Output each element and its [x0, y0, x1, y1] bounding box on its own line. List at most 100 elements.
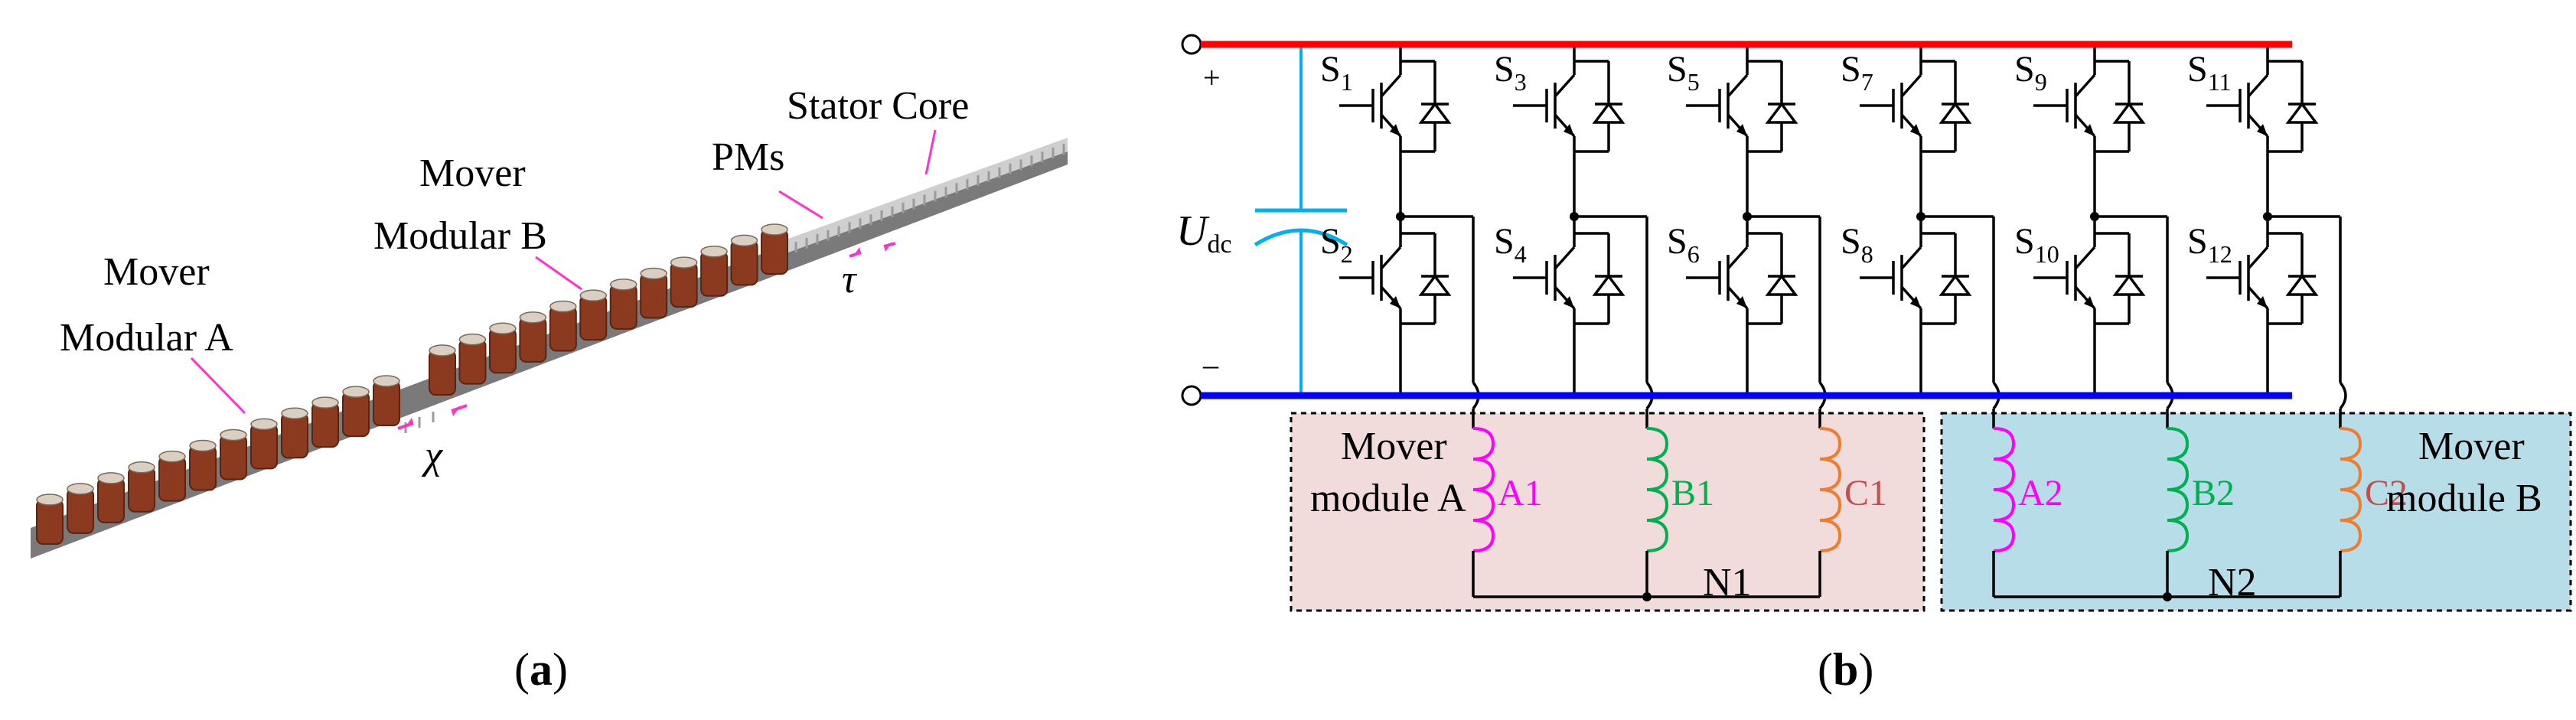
pms-label: PMs [712, 135, 784, 179]
udc-label: Udc [1176, 207, 1232, 259]
phase-coils: A1 B1 C1 A2 B2 C2 [1472, 427, 2408, 601]
coil-label: A2 [2018, 473, 2063, 513]
mover-coil [281, 407, 308, 459]
neutral-n1-label: N1 [1703, 561, 1752, 604]
positive-terminal[interactable] [1181, 34, 1202, 55]
mover-coil [549, 300, 577, 352]
module-a-label-line1: Mover [1341, 425, 1447, 468]
mover-coil [128, 461, 155, 513]
switch-label: S8 [1841, 221, 1873, 268]
chi-symbol: χ [421, 434, 443, 477]
mover-coil [488, 322, 517, 374]
mover-b-label-line2: Modular B [373, 214, 547, 258]
switch-label: S5 [1667, 49, 1700, 96]
igbt-upper: S11 [2187, 44, 2319, 159]
mover-coil [67, 483, 94, 534]
chi-arrow-left [404, 418, 413, 428]
igbt-upper: S5 [1667, 44, 1798, 159]
igbt-lower: S6 [1667, 217, 1798, 331]
switch-label: S12 [2187, 221, 2232, 268]
igbt-upper: S9 [2014, 44, 2146, 159]
phase-coil: A2 [1992, 427, 2063, 597]
neutral-n2-label: N2 [2208, 561, 2257, 604]
switch-label: S9 [2014, 49, 2047, 96]
mover-coil [311, 396, 339, 448]
phase-coil: C2 [2339, 427, 2408, 597]
mover-coil [36, 494, 64, 545]
caption-b: (b) [1818, 644, 1873, 695]
tau-arrow-left [853, 247, 861, 257]
mover-coil [429, 344, 456, 396]
mover-coil [158, 450, 186, 502]
igbt-lower: S12 [2187, 217, 2319, 331]
phase-coil: B2 [2166, 427, 2235, 597]
igbt-upper: S3 [1494, 44, 1625, 159]
mover-b-leader [535, 256, 582, 291]
tau-arrow-right [884, 242, 892, 252]
minus-sign: – [1202, 347, 1219, 382]
igbt-lower: S10 [2014, 217, 2146, 331]
panel-a-motor-illustration [31, 138, 1068, 559]
coil-label: B2 [2192, 473, 2235, 513]
mover-coil [670, 256, 698, 308]
neutral-bar-module-a [1473, 592, 1820, 601]
mover-coil [730, 234, 758, 286]
stator-teeth [404, 144, 1065, 433]
coil-label: C1 [1844, 473, 1887, 513]
coil-label: C2 [2365, 473, 2408, 513]
mover-coil [342, 386, 370, 438]
coil-label: B1 [1671, 473, 1714, 513]
mover-coil [609, 279, 637, 330]
module-b-label-line1: Mover [2418, 425, 2525, 468]
switch-label: S1 [1320, 49, 1353, 96]
module-b-label-line2: module B [2386, 477, 2542, 520]
igbt-upper: S7 [1841, 44, 1972, 159]
phase-coil: A1 [1472, 427, 1543, 597]
switch-label: S2 [1320, 221, 1353, 268]
switch-label: S7 [1841, 49, 1873, 96]
stator-leader [924, 129, 937, 175]
switch-label: S4 [1494, 221, 1527, 268]
igbt-lower: S2 [1320, 217, 1452, 331]
mover-b-label-line1: Mover [419, 151, 526, 195]
mover-coil [97, 472, 125, 523]
igbt-lower: S4 [1494, 217, 1625, 331]
mover-a-label-line1: Mover [103, 250, 210, 294]
switch-label: S11 [2187, 49, 2232, 96]
mover-a-leader [190, 357, 246, 415]
igbt-upper: S1 [1320, 44, 1452, 159]
mover-module-a-box [1290, 412, 1925, 612]
mover-coil [189, 439, 217, 491]
negative-terminal[interactable] [1181, 385, 1202, 406]
switch-label: S6 [1667, 221, 1700, 268]
switch-label: S10 [2014, 221, 2059, 268]
chi-arrow-right [452, 406, 461, 416]
caption-a: (a) [514, 644, 568, 695]
stator-core-strip [788, 138, 1068, 252]
module-a-label-line2: module A [1310, 477, 1466, 520]
mover-coil [519, 311, 547, 363]
mover-a-label-line2: Modular A [60, 316, 233, 360]
mover-coil [220, 428, 247, 481]
mover-coil [579, 289, 608, 341]
mover-module-a-coils [36, 375, 400, 545]
mover-coil [640, 267, 668, 319]
mover-coil [250, 418, 278, 470]
phase-coil: C1 [1818, 427, 1887, 597]
plus-sign: + [1203, 60, 1221, 95]
igbt-lower: S8 [1841, 217, 1972, 331]
mover-module-b-box [1940, 412, 2572, 612]
capacitor-plate-bottom [1254, 228, 1348, 247]
mover-module-b-coils [429, 223, 788, 396]
switch-label: S3 [1494, 49, 1527, 96]
mover-coil [458, 333, 487, 385]
